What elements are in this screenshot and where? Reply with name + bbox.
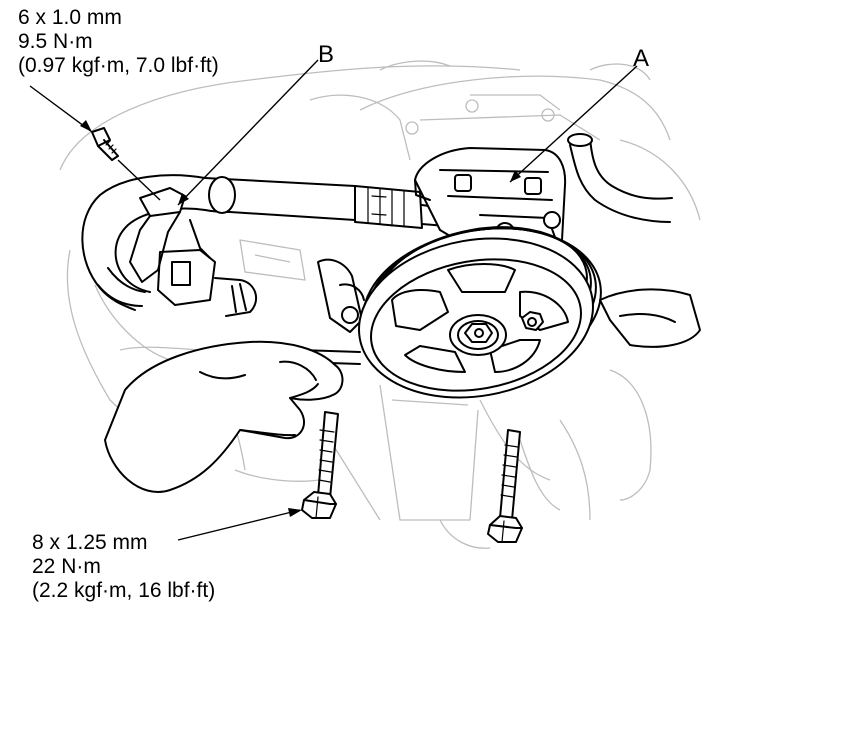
upper-bolt-to-bracket-leader bbox=[117, 159, 161, 201]
lower-bolt-right bbox=[487, 429, 523, 543]
return-hose bbox=[547, 133, 673, 223]
callout-b-label: B bbox=[318, 41, 335, 68]
lower-bolt-torque-alt: (2.2 kgf·m, 16 lbf·ft) bbox=[32, 579, 216, 602]
hose-fitting bbox=[354, 185, 471, 229]
callout-b-arrow bbox=[178, 193, 189, 205]
lower-bolt-torque-nm: 22 N·m bbox=[32, 555, 101, 578]
pump-pulley bbox=[358, 226, 602, 399]
callout-a-arrow bbox=[510, 170, 521, 182]
hose-bracket-b bbox=[129, 187, 258, 317]
callout-b-leader bbox=[177, 59, 319, 206]
lower-bolt-left bbox=[301, 411, 339, 519]
upper-bolt bbox=[91, 127, 119, 161]
upper-bolt-torque-nm: 9.5 N·m bbox=[18, 30, 93, 53]
pressure-hose bbox=[81, 174, 356, 311]
technician-hands bbox=[104, 288, 701, 493]
lower-bolt-leader bbox=[177, 509, 301, 541]
upper-bolt-torque-alt: (0.97 kgf·m, 7.0 lbf·ft) bbox=[18, 54, 219, 77]
callout-a-leader bbox=[509, 65, 638, 183]
upper-bolt-leader-arrow bbox=[80, 120, 92, 132]
lower-bolt-size: 8 x 1.25 mm bbox=[32, 531, 148, 554]
engine-block-background bbox=[59, 60, 701, 549]
upper-bolt-size: 6 x 1.0 mm bbox=[18, 6, 122, 29]
pump-mounting-bracket bbox=[299, 258, 365, 365]
callout-a-label: A bbox=[633, 45, 650, 72]
lower-bolt-leader-arrow bbox=[288, 508, 302, 517]
